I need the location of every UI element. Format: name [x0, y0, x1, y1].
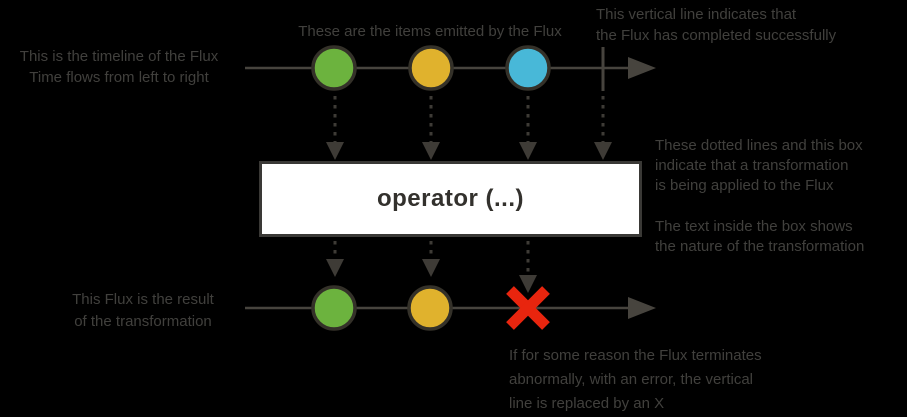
annotation-line: line is replaced by an X — [509, 395, 665, 412]
operator-label: operator (...) — [376, 185, 524, 212]
annotation-line: Time flows from left to right — [29, 69, 209, 86]
dotted-arrowhead-icon — [326, 142, 344, 160]
annotation-line: indicate that a transformation — [655, 157, 849, 174]
annotation-line: the nature of the transformation — [655, 238, 865, 255]
error-x-icon — [506, 286, 550, 330]
source-timeline-arrowhead-icon — [628, 57, 656, 79]
dotted-arrowhead-icon — [519, 275, 537, 293]
annotation-line: is being applied to the Flux — [655, 177, 834, 194]
annotation-line: These are the items emitted by the Flux — [298, 23, 562, 40]
source-marble-yellow — [408, 45, 454, 91]
annotation-line: abnormally, with an error, the vertical — [509, 371, 753, 388]
items-annotation: These are the items emitted by the Flux — [280, 21, 580, 42]
result-timeline-arrowhead-icon — [628, 297, 656, 319]
timeline-annotation: This is the timeline of the Flux Time fl… — [8, 46, 230, 88]
source-marble-green — [311, 45, 357, 91]
annotation-line: These dotted lines and this box — [655, 137, 863, 154]
dotted-arrowhead-icon — [422, 259, 440, 277]
annotation-line: the Flux has completed successfully — [596, 27, 837, 44]
annotation-line: This Flux is the result — [72, 291, 214, 308]
result-marble-green — [311, 285, 357, 331]
box-text-annotation: The text inside the box shows the nature… — [655, 217, 864, 257]
dotted-arrowhead-icon — [594, 142, 612, 160]
dotted-arrowhead-icon — [422, 142, 440, 160]
error-annotation: If for some reason the Flux terminates a… — [509, 344, 762, 416]
source-marble-blue — [505, 45, 551, 91]
transformation-annotation: These dotted lines and this box indicate… — [655, 136, 863, 196]
dotted-arrowhead-icon — [326, 259, 344, 277]
annotation-line: This vertical line indicates that — [596, 6, 797, 23]
result-marble-yellow — [407, 285, 453, 331]
operator-box: operator (...) — [259, 161, 642, 237]
annotation-line: This is the timeline of the Flux — [19, 48, 219, 65]
annotation-line: If for some reason the Flux terminates — [509, 347, 762, 364]
annotation-line: of the transformation — [74, 313, 212, 330]
complete-annotation: This vertical line indicates that the Fl… — [596, 4, 836, 46]
dotted-arrowhead-icon — [519, 142, 537, 160]
result-annotation: This Flux is the result of the transform… — [30, 289, 256, 333]
annotation-line: The text inside the box shows — [655, 218, 853, 235]
